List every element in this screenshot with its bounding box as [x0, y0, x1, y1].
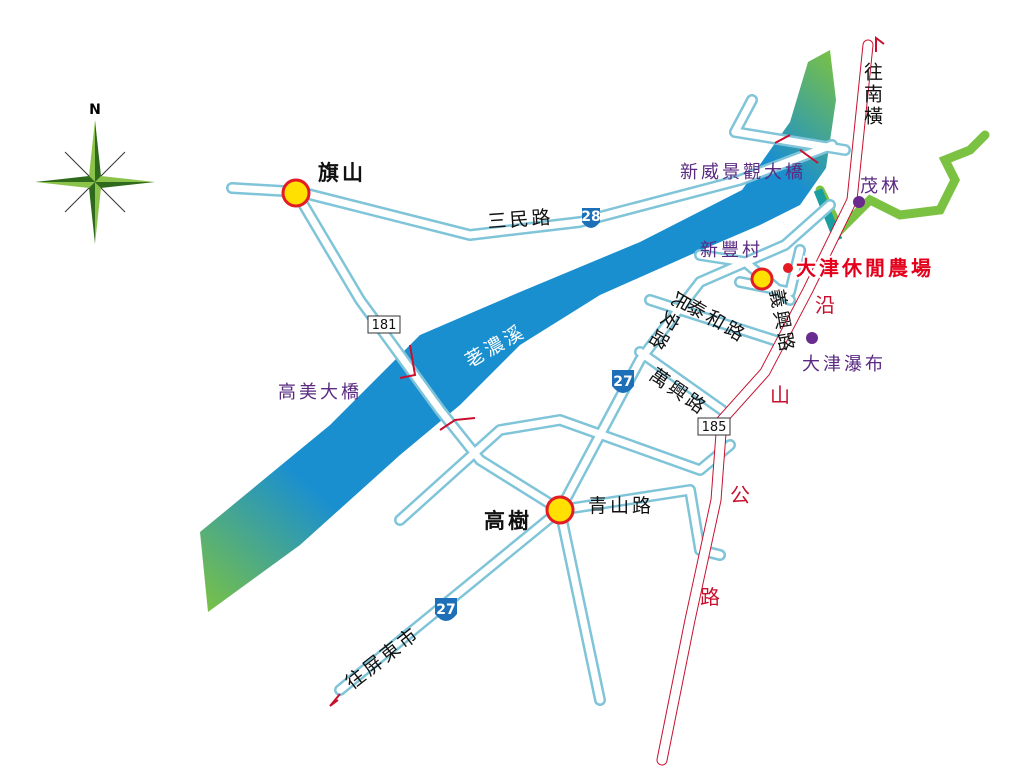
- gaomei-bridge-label: 高美大橋: [278, 382, 362, 403]
- route-shield-27-south: 27: [435, 598, 457, 621]
- mountain-road-char-1: 沿: [815, 293, 838, 317]
- road-network: [226, 39, 874, 766]
- route-27-south-label: 27: [436, 602, 455, 618]
- qingshan-road-label: 青山路: [588, 495, 654, 517]
- waterfall-marker: [806, 332, 818, 344]
- arrow-southwest-icon: [329, 693, 341, 707]
- to-south-cross-highway-label: 往南橫: [861, 62, 883, 128]
- gaoshu-marker: [545, 495, 575, 525]
- route-shield-27-north: 27: [612, 370, 634, 393]
- xinfeng-marker: [750, 267, 774, 291]
- dajin-farm-label: 大津休閒農場: [796, 256, 934, 280]
- mountain-road-char-4: 路: [700, 585, 723, 609]
- mountain-road-char-3: 公: [730, 483, 753, 507]
- route-box-181: 181: [367, 315, 401, 334]
- maolin-marker: [853, 196, 865, 208]
- maolin-label: 茂林: [860, 176, 902, 197]
- route-27-north-label: 27: [613, 374, 632, 390]
- mountain-road-char-2: 山: [770, 383, 793, 407]
- qishan-marker: [281, 178, 311, 208]
- dajin-waterfall-label: 大津瀑布: [802, 354, 886, 375]
- route-181-label: 181: [372, 318, 397, 333]
- maolin-stream: [815, 130, 990, 238]
- route-box-185: 185: [697, 417, 731, 436]
- sanmin-road-label: 三民路: [487, 206, 554, 233]
- farm-marker: [783, 263, 793, 273]
- xinwei-bridge-label: 新威景觀大橋: [680, 162, 806, 183]
- route-28-label: 28: [581, 209, 600, 225]
- gaoshu-label: 高樹: [484, 509, 532, 533]
- bridge-marks: [399, 134, 819, 431]
- compass-rose-icon: N: [35, 102, 155, 244]
- route-185-label: 185: [702, 420, 727, 435]
- to-pingtung-label: 往屏東市: [342, 622, 425, 694]
- compass-north-label: N: [89, 102, 101, 118]
- laonong-river: [200, 50, 836, 612]
- xinfeng-village-label: 新豐村: [700, 240, 763, 261]
- arrow-north-icon: [875, 36, 885, 52]
- qishan-label: 旗山: [318, 161, 366, 185]
- route-shield-28: 28: [581, 208, 601, 228]
